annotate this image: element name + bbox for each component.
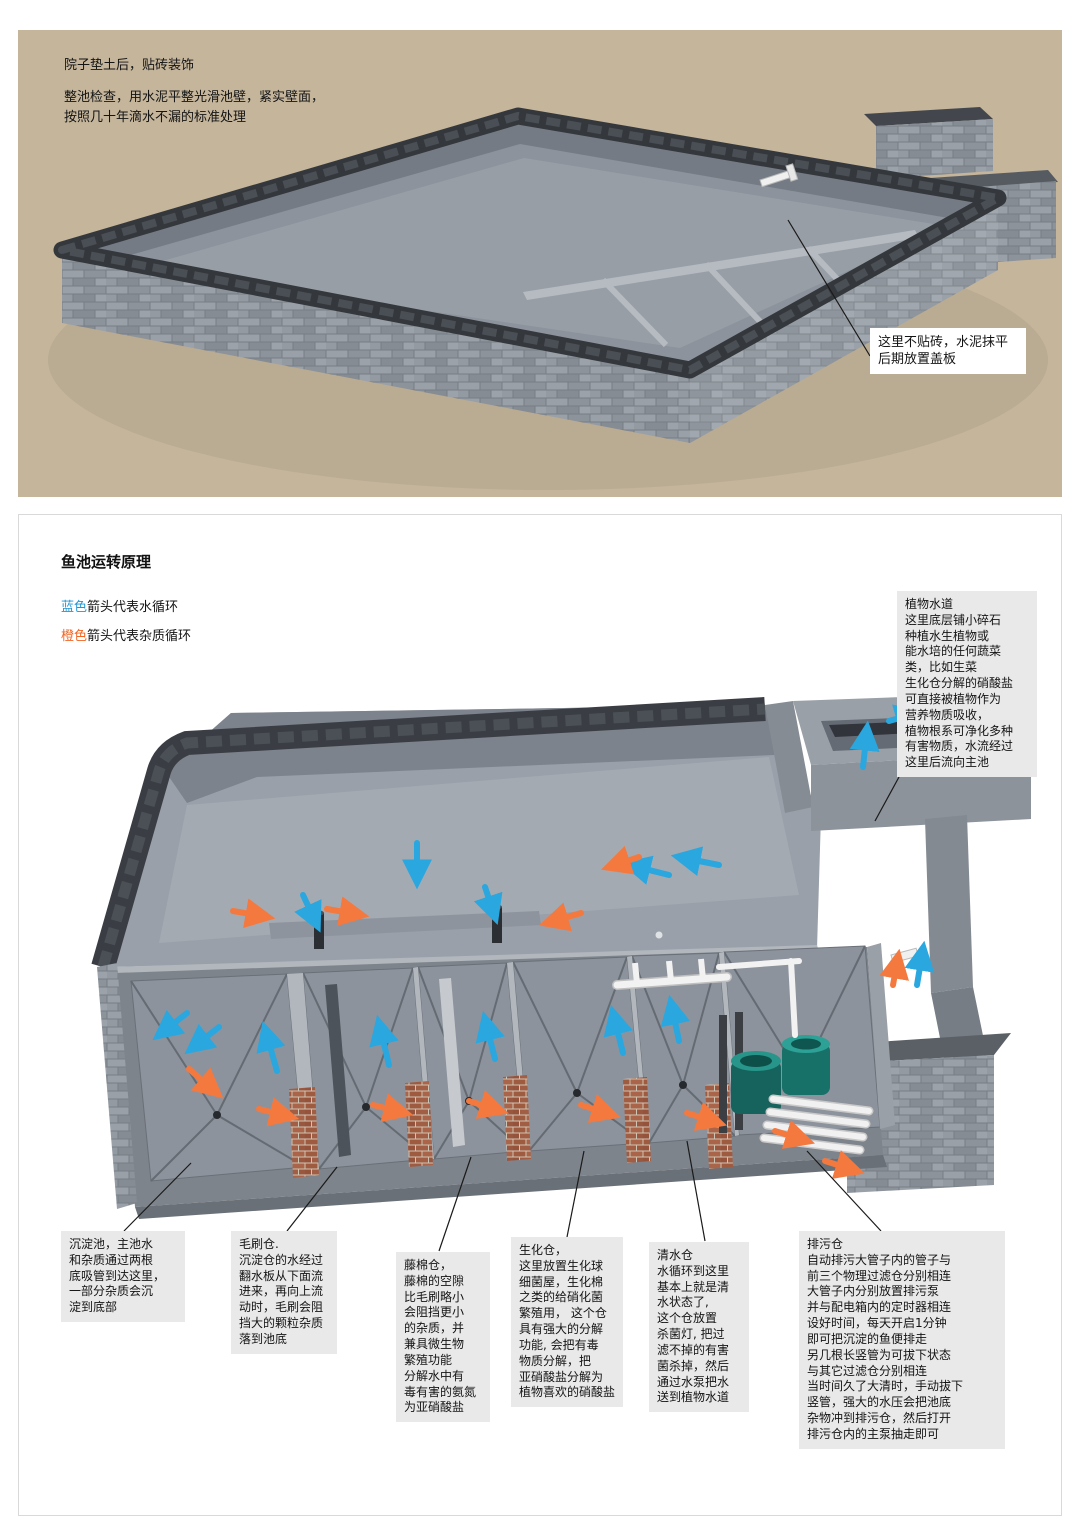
brick-column <box>405 1081 433 1167</box>
no-tile-callout: 这里不贴砖，水泥抹平 后期放置盖板 <box>870 328 1026 375</box>
legend-orange-rest: 箭头代表杂质循环 <box>87 629 192 644</box>
filter-barrel <box>731 1051 781 1114</box>
callout-brush: 毛刷仓. 沉淀仓的水经过 翻水板从下面流 进来，再向上流 动时，毛刷会阻 挡大的… <box>231 1231 337 1354</box>
callout-plant-channel: 植物水道 这里底层铺小碎石 种植水生植物或 能水培的任何蔬菜 类，比如生菜 生化… <box>897 591 1037 778</box>
chamber-sedimentation <box>130 973 306 1182</box>
brick-column <box>503 1075 531 1161</box>
brick-column <box>623 1077 651 1163</box>
page-title: 鱼池运转原理 <box>61 553 152 571</box>
legend-blue-word: 蓝色 <box>61 600 88 615</box>
flip-board <box>325 984 351 1157</box>
principle-render <box>91 693 1031 1252</box>
callout-leader-line <box>787 219 871 357</box>
pipe-fitting-icon <box>759 163 799 188</box>
principle-panel: 鱼池运转原理 蓝色箭头代表水循环 橙色箭头代表杂质循环 植物水道 这里底层铺小碎… <box>18 514 1062 1516</box>
legend-water-cycle: 蓝色箭头代表水循环 <box>61 599 178 617</box>
callout-sedimentation: 沉淀池，主池水 和杂质通过两根 底吸管到达这里， 一部分杂质会沉 淀到底部 <box>61 1231 185 1323</box>
standpipe <box>719 1015 727 1133</box>
media-board <box>439 978 465 1147</box>
main-pool <box>91 697 821 981</box>
legend-blue-rest: 箭头代表水循环 <box>87 600 179 615</box>
callout-leader-lines <box>123 776 900 1252</box>
pond-structure <box>53 107 1007 443</box>
panel1-note: 整池检查，用水泥平整光滑池壁，紧实壁面， 按照几十年滴水不漏的标准处理 <box>64 90 325 125</box>
callout-drain: 排污仓 自动排污大管子内的管子与 前三个物理过滤仓分别相连 大管子内分别放置排污… <box>799 1231 1005 1449</box>
construction-panel: 院子垫土后，贴砖装饰 整池检查，用水泥平整光滑池壁，紧实壁面， 按照几十年滴水不… <box>18 30 1062 497</box>
callout-clear-water: 清水仓 水循环到这里 基本上就是清 水状态了, 这个仓放置 杀菌灯, 把过 滤不… <box>649 1242 749 1413</box>
brick-column <box>289 1087 319 1178</box>
legend-orange-word: 橙色 <box>61 629 88 644</box>
panel1-heading: 院子垫土后，贴砖装饰 <box>64 58 195 73</box>
drain-manifold <box>612 958 802 1038</box>
callout-bio: 生化仓， 这里放置生化球 细菌屋，生化棉 之类的给硝化菌 繁殖用， 这个仓 具有… <box>511 1237 623 1408</box>
construction-render <box>48 107 1058 490</box>
callout-rattan-cotton: 藤棉仓， 藤棉的空隙 比毛刷略小 会阻挡更小 的杂质，并 兼具微生物 繁殖功能 … <box>396 1252 490 1423</box>
filter-barrel <box>782 1035 830 1095</box>
waste-flow-arrows <box>186 845 909 1179</box>
legend-waste-cycle: 橙色箭头代表杂质循环 <box>61 628 191 646</box>
